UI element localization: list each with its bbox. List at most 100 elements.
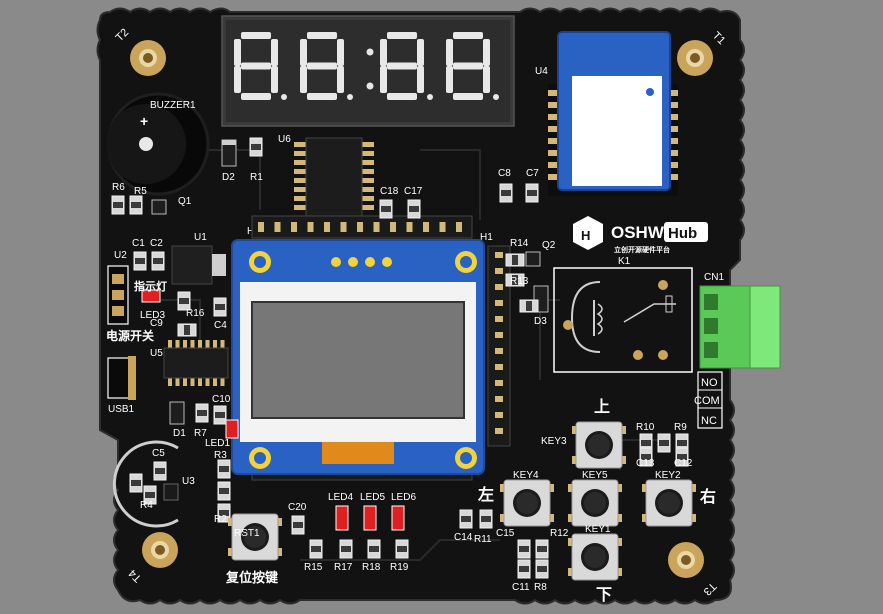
wifi-module-u4: U4 [535, 31, 678, 196]
svg-text:R18: R18 [362, 562, 381, 573]
switch-u2: U2 电源开关 [106, 250, 154, 343]
key-5-button[interactable] [568, 479, 622, 527]
mount-hole-t3: T3 [668, 542, 718, 597]
passive-part [675, 447, 689, 467]
svg-text:C12: C12 [674, 458, 693, 469]
passive-part [535, 559, 549, 579]
svg-text:C5: C5 [152, 448, 165, 459]
passive-part [639, 447, 653, 467]
chip-label: U5 [150, 348, 163, 359]
svg-text:C10: C10 [212, 394, 231, 405]
usb-port: USB1 [107, 356, 136, 415]
relay-terminal-nc: NC [701, 415, 717, 427]
logo-hub: Hub [668, 225, 697, 242]
chip-label: U3 [182, 476, 195, 487]
diode-d1: D1 [169, 401, 186, 439]
chip-label: U1 [194, 232, 207, 243]
svg-text:R7: R7 [194, 428, 207, 439]
display-digits [234, 32, 499, 100]
buzzer-label: BUZZER1 [150, 100, 196, 111]
passive-part [213, 297, 227, 317]
mount-hole-t4: T4 [127, 532, 178, 584]
oled-module [231, 239, 485, 475]
led-led1: LED1 [205, 419, 239, 449]
label-right: 右 [700, 487, 716, 506]
svg-text:KEY3: KEY3 [541, 436, 567, 447]
svg-text:C7: C7 [526, 168, 539, 179]
key-labels: KEY3 KEY4 KEY5 KEY2 KEY1 RST1 上 下 左 右 复位… [225, 397, 716, 604]
key-4-button[interactable] [500, 479, 554, 527]
passive-part [249, 137, 263, 157]
relay-k1: K1 [553, 256, 693, 373]
tactile-keys [228, 421, 696, 581]
terminal-block-cn1: CN1 [699, 272, 781, 369]
passive-part [459, 509, 473, 529]
passive-part [517, 539, 531, 559]
svg-text:C1: C1 [132, 238, 145, 249]
mount-hole-t2: T2 [114, 27, 166, 76]
chip-u5: U5 [150, 340, 229, 386]
display-colon [366, 48, 374, 56]
passive-part [213, 405, 227, 425]
svg-text:R13: R13 [510, 276, 529, 287]
passive-part [291, 515, 305, 535]
display-digit [380, 32, 433, 100]
svg-text:C20: C20 [288, 502, 307, 513]
transistor-q1: Q1 [151, 196, 192, 215]
svg-text:KEY1: KEY1 [585, 524, 611, 535]
passive-part [535, 539, 549, 559]
power-switch-label: 电源开关 [106, 328, 154, 343]
display-digit [300, 32, 353, 100]
chip-label: U4 [535, 66, 548, 77]
svg-text:LED3: LED3 [140, 310, 165, 321]
led-led5: LED5 [360, 492, 385, 531]
svg-text:LED5: LED5 [360, 492, 385, 503]
connector-label: CN1 [704, 272, 724, 283]
svg-text:R3: R3 [214, 450, 227, 461]
logo-tagline: 立创开源硬件平台 [614, 245, 670, 254]
passive-part [177, 291, 191, 311]
passive-part [407, 199, 421, 219]
relay-label: K1 [618, 256, 631, 267]
passive-part [517, 559, 531, 579]
header-label: H1 [480, 232, 493, 243]
svg-text:R8: R8 [534, 582, 547, 593]
svg-text:R14: R14 [510, 238, 529, 249]
display-colon [366, 82, 374, 90]
svg-text:R10: R10 [636, 422, 655, 433]
key-3-button[interactable] [572, 421, 626, 469]
svg-text:C13: C13 [636, 458, 655, 469]
key-2-button[interactable] [642, 479, 696, 527]
svg-text:R11: R11 [474, 534, 492, 545]
regulator-u1: U1 [171, 232, 226, 285]
svg-text:H: H [581, 228, 590, 243]
sensor-u3: U3 [112, 440, 195, 528]
svg-text:RST1: RST1 [234, 528, 260, 539]
passive-part [195, 403, 209, 423]
passive-part [505, 253, 525, 267]
passive-components [111, 137, 689, 579]
passive-part [525, 183, 539, 203]
key-1-button[interactable] [568, 533, 622, 581]
reset-key-label: 复位按键 [225, 570, 278, 586]
passive-part [499, 183, 513, 203]
svg-text:C14: C14 [454, 532, 473, 543]
passive-part [379, 199, 393, 219]
passive-part [129, 195, 143, 215]
passive-part [177, 323, 197, 337]
buzzer: + BUZZER1 [106, 92, 210, 196]
passive-part [505, 273, 525, 287]
passive-part [129, 473, 143, 493]
svg-text:R15: R15 [304, 562, 323, 573]
svg-text:Q2: Q2 [542, 240, 556, 251]
svg-text:C18: C18 [380, 186, 399, 197]
svg-text:R6: R6 [112, 182, 125, 193]
svg-text:LED1: LED1 [205, 438, 230, 449]
passive-part [309, 539, 323, 559]
svg-text:R12: R12 [550, 528, 569, 539]
svg-text:R19: R19 [390, 562, 409, 573]
reset-key-button[interactable] [228, 513, 282, 561]
oshwhub-logo: H OSHW Hub 立创开源硬件平台 [573, 216, 708, 254]
passive-part [217, 459, 231, 479]
